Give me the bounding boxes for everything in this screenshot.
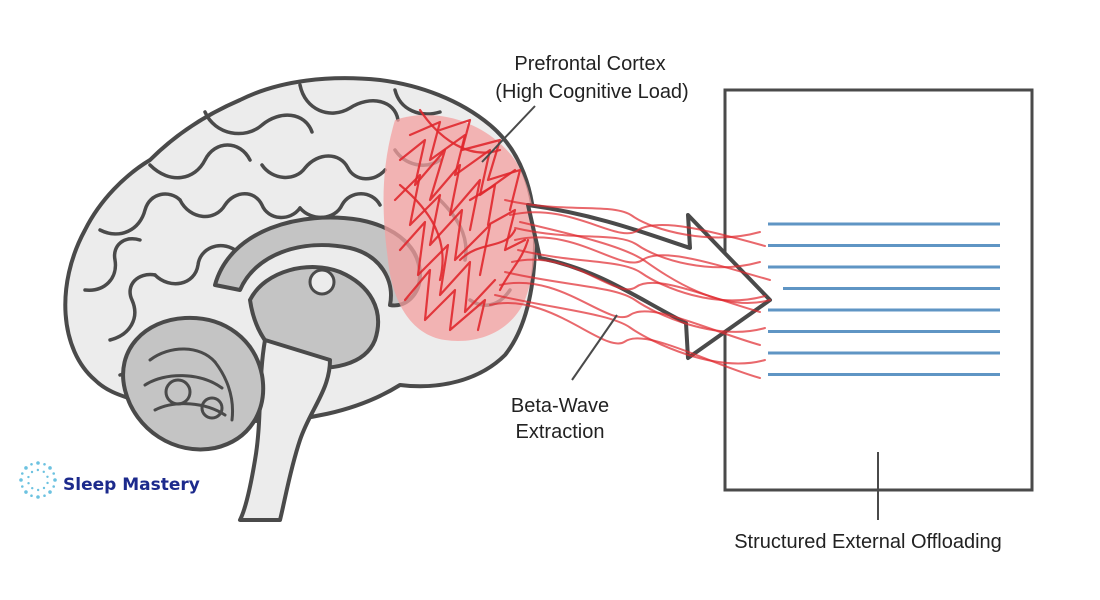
cerebellum (121, 315, 266, 452)
beta-waves (393, 108, 771, 379)
logo-dot (27, 475, 30, 479)
offload-document (723, 88, 1034, 492)
beta-wave-squiggle (408, 120, 517, 197)
logo-dot (30, 470, 34, 474)
beta-wave-stream (509, 211, 766, 247)
logo-dot (36, 461, 40, 465)
logo-dot (46, 475, 49, 478)
logo-text: Sleep Mastery (63, 475, 200, 495)
logo-dot (19, 478, 23, 482)
logo-dot (53, 478, 57, 482)
transfer-arrow (526, 203, 772, 360)
logo-dot (31, 486, 34, 490)
logo-dot (30, 494, 33, 498)
logo-dot (24, 490, 28, 494)
logo-dots-icon (19, 461, 57, 499)
logo-dot (42, 470, 45, 474)
thalamus-nucleus (308, 268, 336, 296)
beta-leader-line (571, 314, 618, 381)
logo-dot (46, 481, 49, 485)
logo-dot (52, 472, 56, 475)
beta-wave-stream (504, 199, 761, 239)
logo-dot (30, 462, 33, 466)
logo-dot (20, 485, 24, 488)
beta-wave-stream (499, 281, 761, 346)
beta-wave-stream (519, 221, 771, 304)
cerebellum-folds (143, 347, 235, 422)
logo-dot (36, 495, 40, 499)
beta-label-line2: Extraction (516, 421, 605, 443)
logo-dot (48, 490, 52, 494)
beta-wave-squiggle (438, 118, 522, 212)
logo-dot (43, 462, 46, 466)
logo-dot (42, 486, 46, 490)
beta-wave-stream (494, 294, 766, 365)
logo-dot (24, 466, 28, 470)
logo-dot (27, 482, 30, 485)
logo-dot (52, 485, 56, 488)
beta-wave-stream (514, 227, 761, 269)
beta-wave-squiggle (468, 183, 527, 252)
beta-wave-squiggle (398, 220, 497, 314)
offloading-label: Structured External Offloading (734, 531, 1002, 553)
beta-wave-stream (489, 302, 761, 379)
sleep-mastery-logo: Sleep Mastery (19, 461, 200, 499)
beta-wave-squiggle (398, 138, 482, 232)
prefrontal-label-line1: Prefrontal Cortex (514, 53, 665, 75)
beta-label-line1: Beta-Wave (511, 395, 609, 417)
prefrontal-leader-line (481, 105, 536, 163)
beta-wave-squiggle (398, 183, 444, 282)
logo-dot (20, 472, 24, 475)
logo-dot (43, 494, 46, 498)
logo-dot (48, 466, 52, 470)
document-lines (768, 222, 1000, 376)
beta-wave-squiggle (403, 268, 487, 332)
logo-dot (36, 468, 40, 472)
logo-dot (36, 488, 40, 492)
brain (63, 76, 537, 522)
prefrontal-label-line2: (High Cognitive Load) (495, 81, 688, 103)
beta-wave-squiggle (458, 228, 517, 262)
beta-wave-squiggle (393, 173, 492, 277)
